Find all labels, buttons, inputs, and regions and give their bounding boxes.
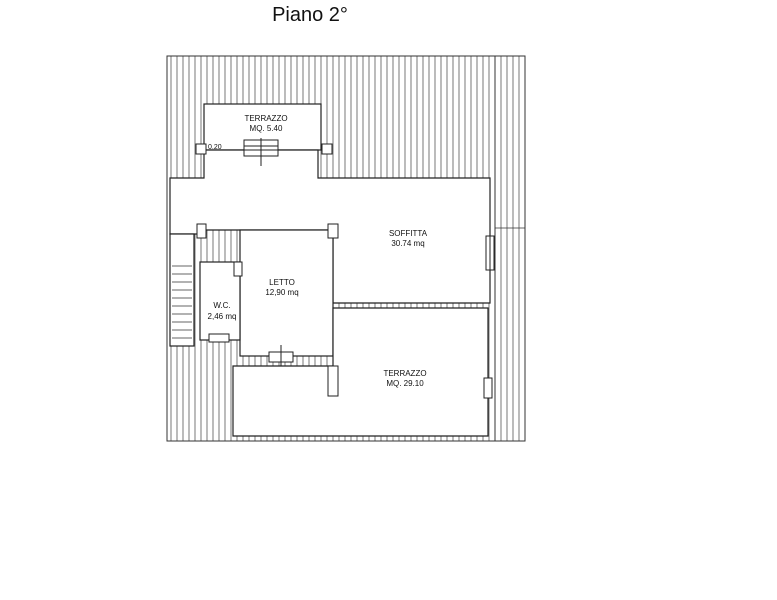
page-title: Piano 2° [272,4,348,26]
room-area: 2,46 mq [208,312,237,321]
staircase [172,265,192,339]
room-letto: LETTO 12,90 mq [265,278,298,297]
room-soffitta: SOFFITTA 30.74 mq [389,229,428,248]
room-area: MQ. 29.10 [386,379,424,388]
room-area: MQ. 5.40 [250,124,283,133]
room-terrazzo-top: TERRAZZO MQ. 5.40 [244,114,287,133]
room-area: 12,90 mq [265,288,298,297]
room-label: LETTO [269,278,295,287]
room-label: TERRAZZO [383,369,426,378]
room-terrazzo-bottom: TERRAZZO MQ. 29.10 [383,369,426,388]
dimension-label: 0.20 [208,144,222,151]
room-wc: W.C. 2,46 mq [208,301,237,321]
room-label: W.C. [213,301,230,310]
room-label: SOFFITTA [389,229,428,238]
room-label: TERRAZZO [244,114,287,123]
openings [195,138,495,399]
room-area: 30.74 mq [391,239,424,248]
